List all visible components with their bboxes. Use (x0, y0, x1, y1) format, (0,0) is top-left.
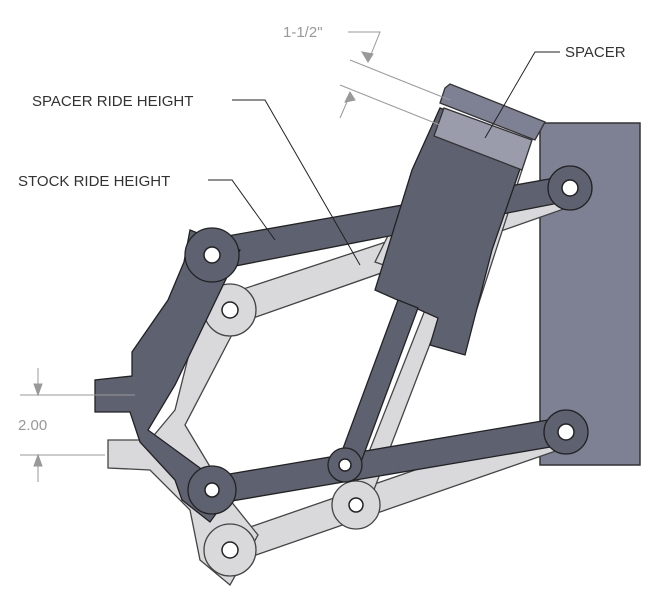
spacer-insert (433, 107, 533, 171)
spacer-label: SPACER (565, 44, 626, 61)
hole-icon (557, 423, 575, 441)
spacer-leader (484, 51, 560, 139)
ride-height-dimension-value: 2.00 (18, 417, 47, 434)
pivot-holes (203, 179, 579, 559)
spacer-block (439, 83, 546, 141)
hole-icon (561, 179, 579, 197)
hole-icon (221, 541, 239, 559)
stock-ride-height-leader (208, 179, 276, 241)
spacer-ride-height-leader (232, 99, 361, 266)
spacer-position (94, 107, 593, 523)
spacer-upright (94, 229, 241, 523)
hole-icon (203, 246, 221, 264)
ride-height-dimension (20, 368, 135, 482)
spacer-shock-body (374, 107, 531, 356)
hole-icon (221, 301, 239, 319)
hole-icon (338, 458, 352, 472)
hole-icon (348, 497, 364, 513)
hole-icon (204, 482, 220, 498)
spacer-ride-height-label: SPACER RIDE HEIGHT (32, 93, 193, 110)
spacer-thickness-dimension: 1-1/2" (283, 24, 323, 41)
leader-lines (208, 51, 560, 266)
stock-ride-height-label: STOCK RIDE HEIGHT (18, 173, 170, 190)
spacer-dimension (339, 31, 451, 126)
